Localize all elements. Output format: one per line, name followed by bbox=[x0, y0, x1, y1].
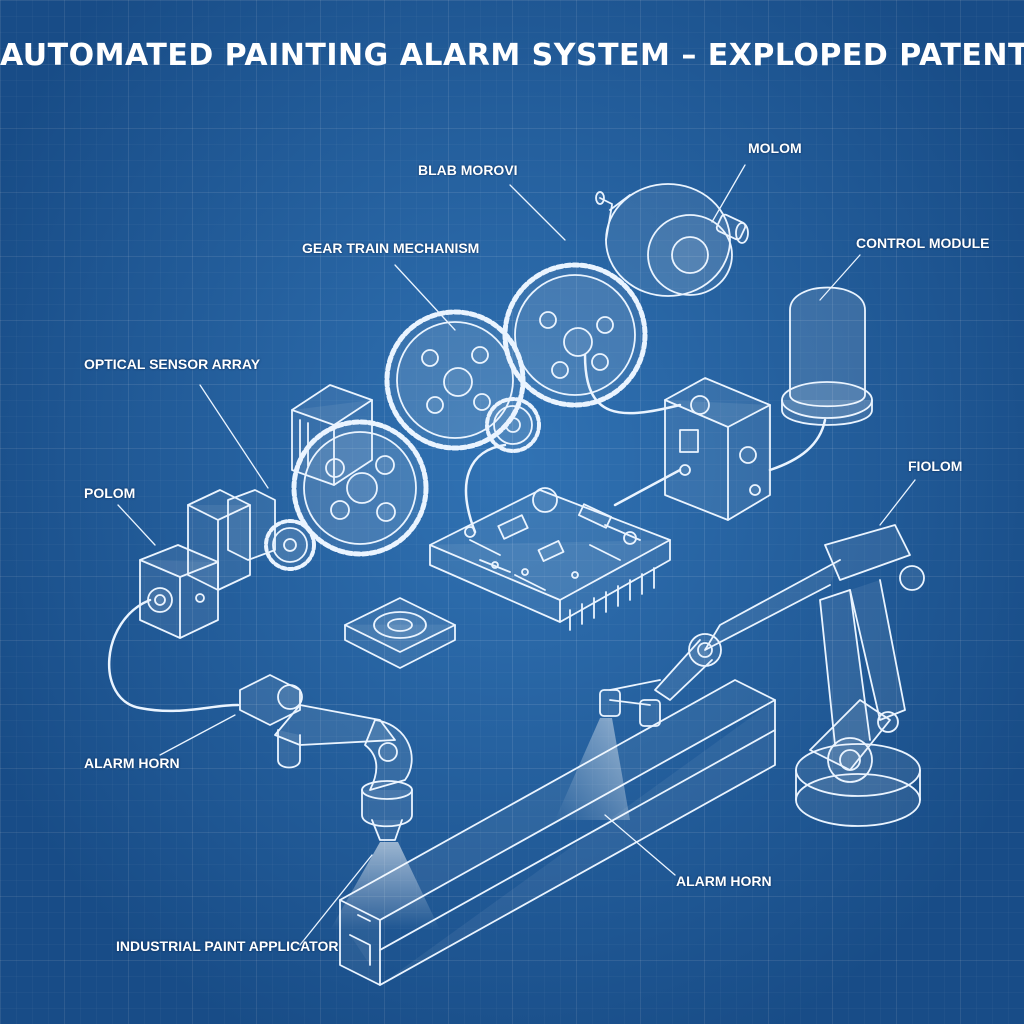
sensor-cable bbox=[108, 598, 240, 713]
paint-spray-right bbox=[555, 718, 630, 820]
control-box bbox=[664, 377, 771, 521]
label-gear-train: GEAR TRAIN MECHANISM bbox=[302, 240, 480, 256]
label-alarm-horn-left: ALARM HORN bbox=[84, 755, 180, 771]
optical-sensor-block bbox=[291, 384, 373, 486]
label-blab-morovi: BLAB MOROVI bbox=[418, 162, 518, 178]
gear-to-module-cable bbox=[583, 353, 682, 415]
beacon-control-module bbox=[781, 286, 873, 426]
buzzer-unit bbox=[344, 597, 456, 669]
paint-applicator-arm bbox=[239, 674, 413, 841]
large-gear-front bbox=[291, 419, 429, 557]
label-polom: POLOM bbox=[84, 485, 136, 501]
small-drive-gear bbox=[264, 519, 316, 571]
large-gear-rear bbox=[502, 262, 648, 408]
label-fiolom: FIOLOM bbox=[908, 458, 963, 474]
optical-lens-plates bbox=[187, 489, 276, 591]
board-to-gear-cable bbox=[464, 443, 507, 534]
circuit-board bbox=[429, 487, 671, 631]
motor-assembly bbox=[595, 183, 749, 297]
label-alarm-horn-right: ALARM HORN bbox=[676, 873, 772, 889]
small-idler-gear bbox=[485, 397, 541, 453]
conveyor-rail bbox=[339, 679, 776, 986]
diagram-title: AUTOMATED PAINTING ALARM SYSTEM – EXPLOP… bbox=[0, 38, 1024, 73]
sensor-module bbox=[139, 544, 219, 639]
label-paint-applicator: INDUSTRIAL PAINT APPLICATOR bbox=[116, 938, 339, 954]
robotic-arm bbox=[599, 524, 925, 827]
module-to-beacon-cable bbox=[768, 418, 827, 472]
label-molom: MOLOM bbox=[748, 140, 802, 156]
board-to-module-cable bbox=[613, 468, 682, 507]
paint-spray-left bbox=[330, 842, 440, 930]
label-control-module: CONTROL MODULE bbox=[856, 235, 990, 251]
label-optical-sensor: OPTICAL SENSOR ARRAY bbox=[84, 356, 261, 372]
leader-lines bbox=[117, 164, 916, 946]
